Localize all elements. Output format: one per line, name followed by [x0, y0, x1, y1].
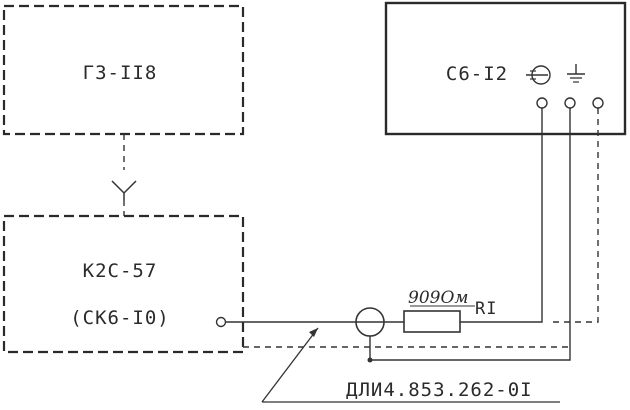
meter-label-line1: К2С-57	[83, 260, 158, 282]
ground-icon	[567, 64, 585, 83]
resistor-value: 909Ом	[408, 288, 468, 308]
meter-block[interactable]: К2С-57 (СК6-I0)	[2, 214, 245, 354]
generator-block[interactable]: Г3-II8	[2, 4, 245, 136]
oscilloscope-terminal-2[interactable]	[564, 97, 576, 109]
resistor-ref: RI	[475, 299, 497, 319]
generator-label: Г3-II8	[83, 62, 158, 84]
meter-label-line2: (СК6-I0)	[70, 307, 170, 329]
device-code-label: ДЛИ4.853.262-0I	[346, 379, 533, 401]
antenna-icon	[111, 180, 137, 200]
meter-output-terminal[interactable]	[215, 316, 227, 328]
generator-to-meter-link	[111, 134, 137, 216]
oscilloscope-terminal-3[interactable]	[592, 97, 604, 109]
oscilloscope-label: С6-I2	[446, 63, 508, 85]
oscilloscope-block[interactable]: С6-I2	[384, 1, 627, 136]
coax-connector[interactable]	[355, 307, 385, 363]
wire-terminal-1	[460, 108, 543, 323]
leader-arrow	[261, 327, 560, 403]
probe-input-icon	[526, 65, 551, 85]
resistor-r1[interactable]: 909Ом RI	[403, 288, 497, 333]
wire-terminal-2	[372, 108, 571, 361]
oscilloscope-terminal-1[interactable]	[536, 97, 548, 109]
wire-terminal-3	[548, 108, 599, 323]
